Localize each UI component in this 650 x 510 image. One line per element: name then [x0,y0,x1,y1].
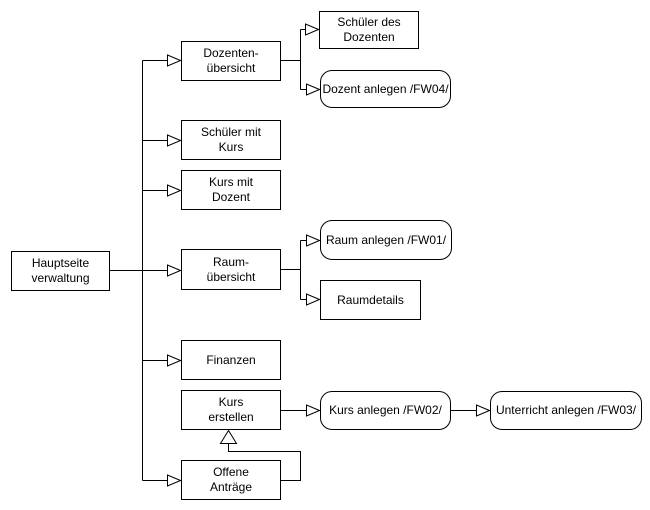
edge-raum-to-raum-anlegen [281,234,321,300]
edge-dozenten-to-schueler-des-dozenten [281,23,320,90]
edge-raum-to-raumdetails [300,293,321,306]
node-raum-uebersicht[interactable]: Raum- übersicht [181,249,281,290]
node-finanzen[interactable]: Finanzen [181,340,281,380]
node-kurs-erstellen[interactable]: Kurs erstellen [181,390,281,430]
node-dozenten-uebersicht[interactable]: Dozenten- übersicht [181,41,281,81]
edge-kurs-anlegen-to-unterricht-anlegen [451,404,491,417]
edge-main-trunk [110,60,168,481]
node-offene-antraege[interactable]: Offene Anträge [181,460,281,500]
node-schueler-mit-kurs[interactable]: Schüler mit Kurs [181,120,281,160]
node-dozent-anlegen-fw04[interactable]: Dozent anlegen /FW04/ [320,70,451,108]
edge-dozenten-to-dozent-anlegen [300,83,321,96]
edge-hauptseite-to-schueler-mit-kurs [142,134,182,147]
edge-hauptseite-to-finanzen [142,354,182,367]
edge-kurs-erstellen-to-kurs-anlegen [281,404,321,417]
edge-hauptseite-to-raum-uebersicht [167,264,182,277]
node-unterricht-anlegen-fw03[interactable]: Unterricht anlegen /FW03/ [490,391,642,430]
node-raum-anlegen-fw01[interactable]: Raum anlegen /FW01/ [320,220,452,260]
node-hauptseite-verwaltung[interactable]: Hauptseite verwaltung [11,251,110,291]
edge-hauptseite-to-kurs-mit-dozent [142,184,182,197]
node-raumdetails[interactable]: Raumdetails [320,280,421,320]
node-kurs-anlegen-fw02[interactable]: Kurs anlegen /FW02/ [320,391,451,430]
edge-hauptseite-to-dozenten-uebersicht [142,54,182,67]
edge-hauptseite-to-offene-antraege [142,474,182,487]
node-kurs-mit-dozent[interactable]: Kurs mit Dozent [181,170,281,210]
edge-offene-antraege-to-kurs-erstellen [219,429,301,481]
node-schueler-des-dozenten[interactable]: Schüler des Dozenten [319,11,419,49]
